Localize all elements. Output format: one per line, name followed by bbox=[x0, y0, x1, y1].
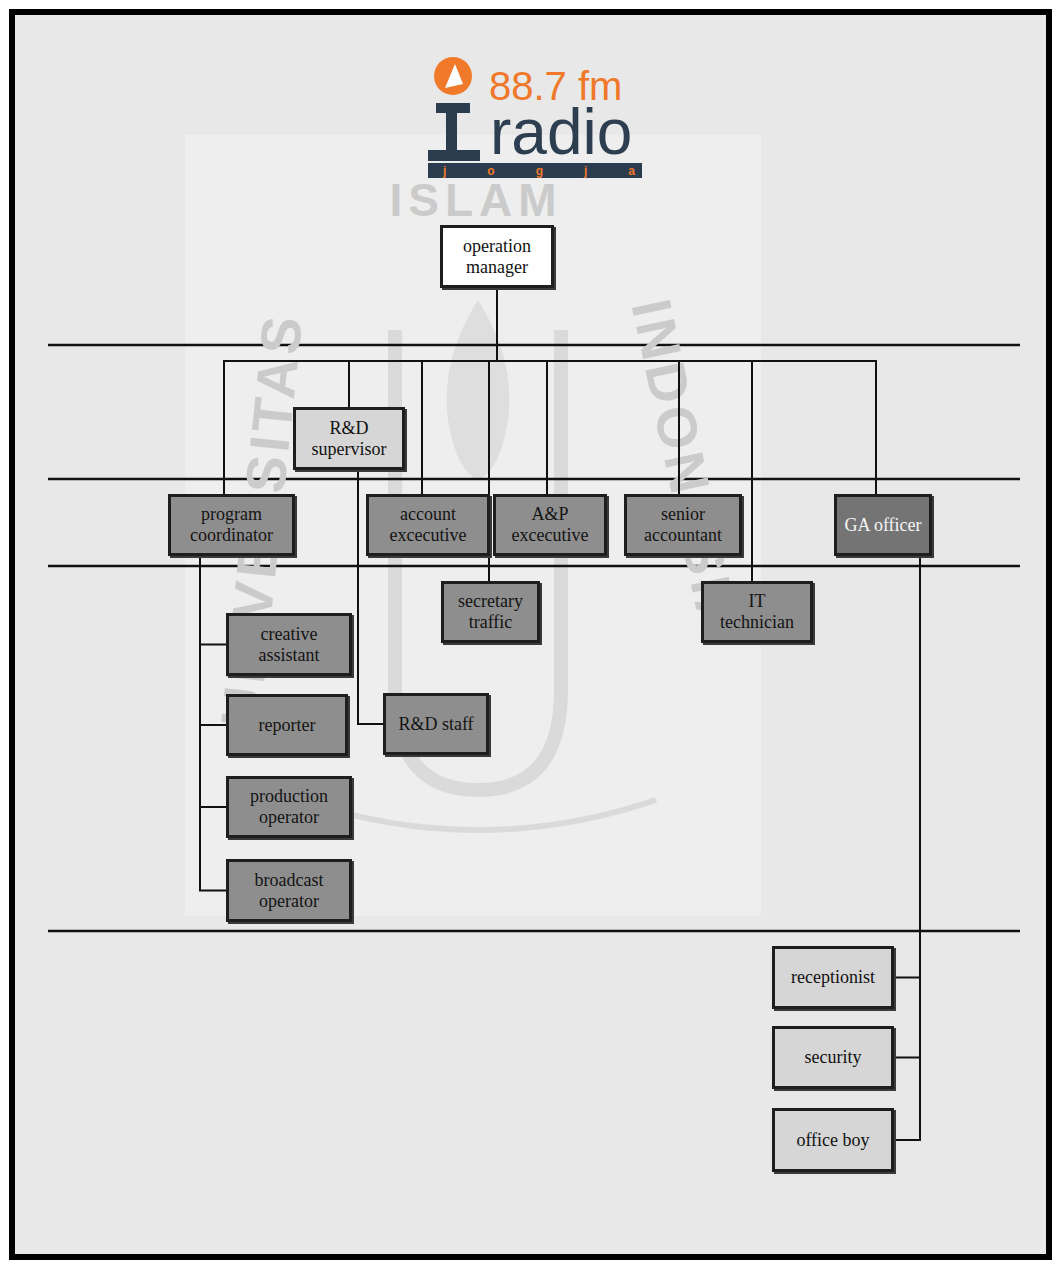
box-content: R&D supervisor bbox=[302, 418, 396, 460]
box-label: R&D supervisor bbox=[302, 418, 396, 460]
emblem-arc bbox=[300, 800, 656, 830]
box-label: office boy bbox=[796, 1130, 869, 1151]
org-box: R&D staff bbox=[383, 693, 489, 755]
org-box: production operator bbox=[226, 776, 352, 838]
box-label: reporter bbox=[259, 715, 316, 736]
box-label: R&D staff bbox=[398, 714, 473, 735]
org-connector bbox=[497, 288, 752, 581]
box-content: program coordinator bbox=[177, 504, 286, 546]
box-content: account excecutive bbox=[375, 504, 481, 546]
logo-wordmark: radio bbox=[490, 100, 632, 164]
box-label: program coordinator bbox=[177, 504, 286, 546]
org-connector bbox=[497, 288, 876, 494]
org-connector bbox=[497, 288, 547, 494]
box-content: office boy bbox=[796, 1130, 869, 1151]
box-label: account excecutive bbox=[375, 504, 481, 546]
box-content: operation manager bbox=[449, 236, 545, 278]
watermark-text: ISLAM bbox=[389, 177, 562, 223]
org-box: account excecutive bbox=[366, 494, 490, 556]
org-box: senior accountant bbox=[624, 494, 742, 556]
org-connector bbox=[200, 556, 226, 645]
org-box: security bbox=[772, 1026, 894, 1089]
emblem-drop bbox=[447, 300, 510, 480]
org-box: broadcast operator bbox=[226, 859, 352, 922]
box-label: senior accountant bbox=[633, 504, 733, 546]
box-content: security bbox=[805, 1047, 862, 1068]
box-label: creative assistant bbox=[235, 624, 343, 666]
level-line bbox=[48, 565, 1020, 568]
org-connector bbox=[422, 288, 497, 494]
box-label: receptionist bbox=[791, 967, 875, 988]
org-box: R&D supervisor bbox=[293, 407, 405, 470]
org-connector bbox=[200, 556, 226, 807]
box-label: production operator bbox=[235, 786, 343, 828]
org-box: office boy bbox=[772, 1108, 894, 1172]
org-connector bbox=[200, 556, 226, 725]
box-content: creative assistant bbox=[235, 624, 343, 666]
org-box: program coordinator bbox=[168, 494, 295, 556]
org-connector bbox=[894, 556, 920, 1140]
org-connector bbox=[894, 556, 920, 978]
box-label: broadcast operator bbox=[235, 870, 343, 912]
box-content: production operator bbox=[235, 786, 343, 828]
box-label: operation manager bbox=[449, 236, 545, 278]
org-box: operation manager bbox=[440, 225, 554, 288]
box-label: A&P excecutive bbox=[502, 504, 598, 546]
logo-triangle bbox=[445, 64, 463, 88]
org-box: A&P excecutive bbox=[493, 494, 607, 556]
box-content: senior accountant bbox=[633, 504, 733, 546]
box-label: GA officer bbox=[844, 515, 921, 536]
org-connector bbox=[894, 556, 920, 1058]
box-content: GA officer bbox=[844, 515, 921, 536]
box-label: security bbox=[805, 1047, 862, 1068]
box-content: receptionist bbox=[791, 967, 875, 988]
logo-i-base bbox=[428, 150, 480, 161]
box-label: secretary traffic bbox=[450, 591, 531, 633]
level-line bbox=[48, 930, 1020, 933]
org-connector bbox=[224, 288, 497, 494]
box-content: IT technician bbox=[710, 591, 804, 633]
org-box: reporter bbox=[226, 694, 348, 756]
box-content: A&P excecutive bbox=[502, 504, 598, 546]
box-content: secretary traffic bbox=[450, 591, 531, 633]
org-connector bbox=[497, 288, 679, 494]
level-line bbox=[48, 478, 1020, 481]
logo-circle bbox=[434, 57, 472, 95]
logo-i-stem bbox=[446, 103, 457, 157]
box-content: R&D staff bbox=[398, 714, 473, 735]
org-box: GA officer bbox=[834, 494, 932, 556]
box-content: reporter bbox=[259, 715, 316, 736]
org-box: IT technician bbox=[701, 581, 813, 643]
org-box: creative assistant bbox=[226, 613, 352, 676]
box-content: broadcast operator bbox=[235, 870, 343, 912]
org-box: receptionist bbox=[772, 946, 894, 1009]
box-label: IT technician bbox=[710, 591, 804, 633]
org-connector bbox=[200, 556, 226, 891]
level-line bbox=[48, 344, 1020, 347]
logo-city: jogja bbox=[443, 164, 676, 178]
org-box: secretary traffic bbox=[441, 581, 540, 643]
